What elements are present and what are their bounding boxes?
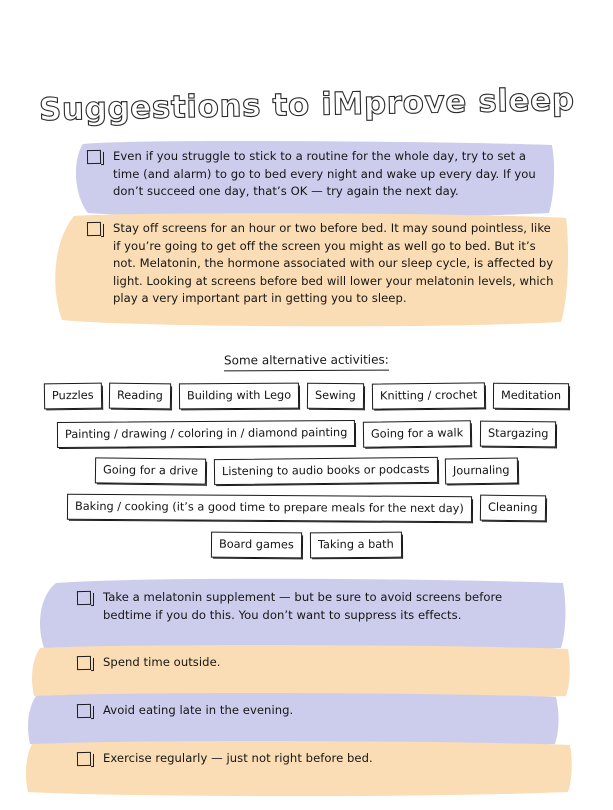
suggestion-item-melatonin[interactable]: Take a melatonin supplement — but be sur… bbox=[76, 589, 542, 624]
activity-tag[interactable]: Meditation bbox=[493, 382, 570, 410]
activity-tag[interactable]: Listening to audio books or podcasts bbox=[213, 456, 438, 486]
activity-tag[interactable]: Puzzles bbox=[43, 382, 102, 410]
suggestion-text-screens: Stay off screens for an hour or two befo… bbox=[113, 221, 554, 306]
activity-tag[interactable]: Going for a drive bbox=[94, 457, 207, 485]
activity-tag[interactable]: Knitting / crochet bbox=[371, 382, 486, 410]
suggestion-text-eating: Avoid eating late in the evening. bbox=[103, 703, 294, 717]
activity-tag[interactable]: Cleaning bbox=[479, 494, 546, 522]
suggestion-text-routine: Even if you struggle to stick to a routi… bbox=[113, 149, 536, 199]
page-title: Suggestions to iMprove sleep bbox=[38, 81, 575, 128]
suggestion-text-melatonin: Take a melatonin supplement — but be sur… bbox=[103, 590, 503, 622]
activity-tag[interactable]: Sewing bbox=[307, 382, 365, 410]
suggestion-item-outside[interactable]: Spend time outside. bbox=[76, 654, 517, 672]
activity-tag[interactable]: Going for a walk bbox=[363, 420, 472, 449]
unchecked-checkbox-icon[interactable] bbox=[76, 590, 94, 607]
suggestion-text-outside: Spend time outside. bbox=[103, 655, 221, 669]
activity-tag[interactable]: Building with Lego bbox=[179, 382, 300, 410]
suggestion-item-eating[interactable]: Avoid eating late in the evening. bbox=[76, 702, 517, 720]
activity-tag[interactable]: Painting / drawing / coloring in / diamo… bbox=[56, 419, 356, 449]
suggestion-item-exercise[interactable]: Exercise regularly — just not right befo… bbox=[76, 750, 517, 768]
unchecked-checkbox-icon[interactable] bbox=[76, 655, 94, 672]
activity-tag[interactable]: Taking a bath bbox=[309, 531, 402, 559]
activity-tag[interactable]: Baking / cooking (it’s a good time to pr… bbox=[67, 493, 473, 523]
suggestion-item-routine[interactable]: Even if you struggle to stick to a routi… bbox=[86, 148, 537, 201]
activity-tag[interactable]: Reading bbox=[109, 382, 172, 410]
activity-tag[interactable]: Journaling bbox=[445, 457, 519, 485]
activity-row-3: Going for a drive Listening to audio boo… bbox=[0, 456, 613, 486]
alternatives-heading-wrapper: Some alternative activities: bbox=[0, 349, 613, 372]
unchecked-checkbox-icon[interactable] bbox=[76, 703, 94, 720]
activity-tag[interactable]: Stargazing bbox=[479, 420, 557, 448]
suggestion-item-screens[interactable]: Stay off screens for an hour or two befo… bbox=[86, 220, 557, 308]
unchecked-checkbox-icon[interactable] bbox=[76, 751, 94, 768]
activity-row-2: Painting / drawing / coloring in / diamo… bbox=[0, 419, 613, 449]
suggestion-text-exercise: Exercise regularly — just not right befo… bbox=[103, 751, 373, 765]
activity-row-5: Board games Taking a bath bbox=[0, 531, 613, 559]
activity-row-1: Puzzles Reading Building with Lego Sewin… bbox=[0, 382, 613, 410]
alternatives-heading: Some alternative activities: bbox=[224, 352, 389, 372]
page-title-wrapper: Suggestions to iMprove sleep bbox=[0, 66, 613, 144]
unchecked-checkbox-icon[interactable] bbox=[86, 149, 104, 166]
activity-row-4: Baking / cooking (it’s a good time to pr… bbox=[0, 493, 613, 523]
unchecked-checkbox-icon[interactable] bbox=[86, 221, 104, 238]
activity-tag[interactable]: Board games bbox=[211, 531, 303, 559]
